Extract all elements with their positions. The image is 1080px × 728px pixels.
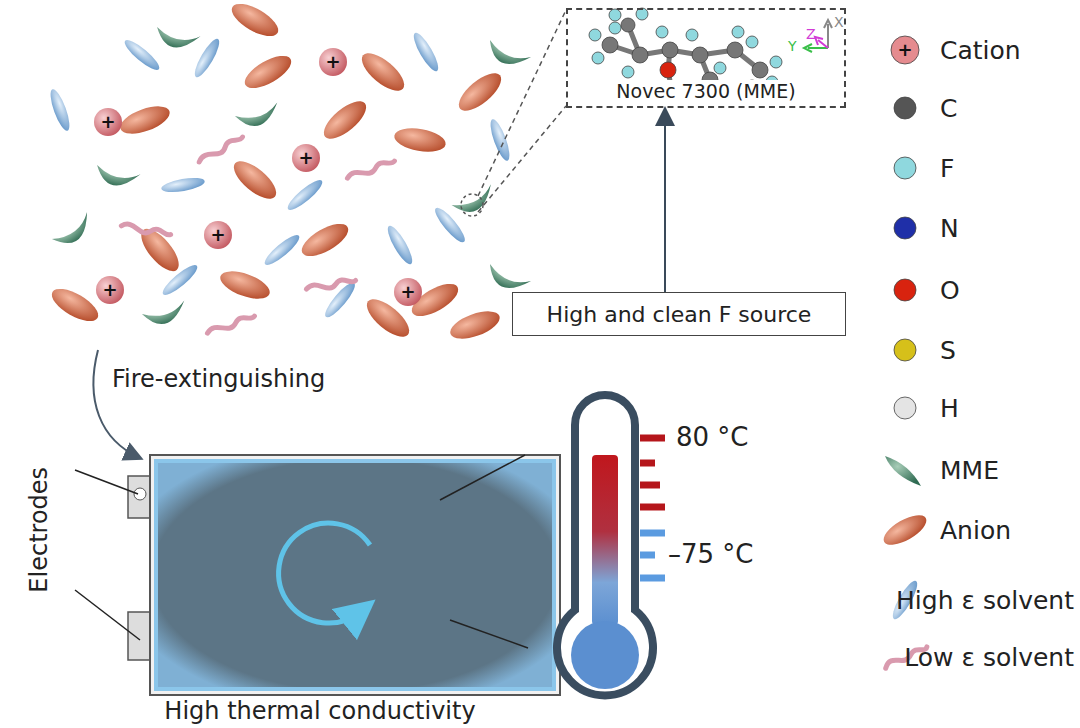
legend-swatch [894, 279, 916, 301]
molecule [191, 36, 223, 80]
molecule [356, 47, 410, 97]
legend-swatch [894, 217, 916, 239]
molecule [160, 175, 205, 194]
molecule [261, 231, 302, 268]
charge-sign: + [100, 112, 115, 133]
molecule-name: Novec 7300 (MME) [613, 80, 798, 102]
cation-sphere [394, 278, 422, 306]
legend-text: C [940, 94, 957, 123]
molecule [217, 266, 273, 304]
molecule [306, 278, 356, 292]
zoom-line [478, 10, 566, 212]
molecule [447, 306, 503, 344]
molecule [47, 282, 103, 327]
thermometer-ticks [640, 438, 665, 578]
molecule [47, 87, 73, 132]
charge-sign: + [210, 225, 225, 246]
legend-swatch [894, 157, 916, 179]
tab-hole [134, 488, 146, 500]
molecule [49, 212, 97, 251]
legend-swatch [894, 97, 916, 119]
charge-sign: + [298, 148, 313, 169]
molecule [483, 35, 531, 74]
leader-line [450, 620, 528, 648]
molecule [234, 102, 281, 129]
battery-core [156, 461, 554, 689]
text-box: High and clean F source [512, 292, 846, 336]
molecule [297, 217, 353, 262]
cation-sphere [292, 144, 320, 172]
legend-text: Cation [940, 36, 1021, 65]
temperature-label: 80 °C [676, 423, 749, 453]
legend-text: F [940, 154, 954, 183]
battery-casing [150, 455, 560, 695]
molecule [117, 101, 173, 139]
molecule [392, 125, 447, 156]
legend-swatch [891, 36, 919, 64]
molecule [240, 49, 296, 94]
part-label: Electrodes [26, 467, 54, 593]
charge-sign: + [325, 52, 340, 73]
axes [804, 20, 832, 52]
process-label: Fire-extinguishing [112, 366, 325, 394]
molecule [228, 155, 282, 205]
legend-text: Anion [940, 516, 1011, 545]
cation-sphere [204, 221, 232, 249]
molecule [284, 176, 325, 213]
axis-label: X [834, 14, 844, 30]
legend-text: O [940, 276, 960, 305]
molecule [450, 184, 498, 218]
zoom-circle [461, 194, 483, 216]
connector-arrow [664, 108, 666, 292]
molecule [121, 223, 171, 237]
molecule [198, 135, 244, 165]
caption-label: High thermal conductivity [164, 698, 475, 726]
molecule [159, 261, 200, 298]
legend-text: S [940, 336, 956, 365]
axis-label: Z [806, 26, 816, 42]
cation-sphere [319, 48, 347, 76]
inset-box: Novec 7300 (MME) [566, 8, 846, 108]
box-label: High and clean F source [547, 302, 812, 327]
legend-sample [879, 509, 931, 550]
legend-sample [885, 456, 921, 486]
legend-swatch [894, 339, 916, 361]
temperature-label: –75 °C [668, 540, 754, 570]
leader-line [440, 455, 525, 500]
molecule [384, 223, 416, 267]
legend-swatch [894, 397, 916, 419]
cation-sphere [96, 276, 124, 304]
thermometer [557, 395, 653, 695]
legend-text: Low ε solvent [904, 643, 1074, 672]
circulation-arrow [279, 523, 370, 623]
leader-line [75, 590, 140, 640]
charge-sign: + [102, 280, 117, 301]
legend-text: MME [940, 456, 999, 485]
molecule [152, 21, 200, 55]
molecule [410, 30, 442, 74]
axis-label: Y [788, 38, 797, 54]
molecule [227, 0, 283, 43]
legend-text: High ε solvent [896, 586, 1074, 615]
legend-samples [879, 36, 931, 668]
molecule [487, 117, 513, 162]
molecule [453, 67, 507, 117]
molecule [206, 313, 255, 336]
charge-sign: + [897, 40, 912, 61]
legend-text: H [940, 394, 959, 423]
charge-sign: + [400, 282, 415, 303]
legend-text: N [940, 214, 959, 243]
molecule-scatter [47, 0, 531, 344]
cation-sphere [94, 108, 122, 136]
molecule [141, 300, 188, 327]
molecule [318, 95, 372, 145]
molecule [92, 159, 140, 193]
leader-line [75, 470, 138, 494]
molecule [121, 36, 162, 73]
molecule [346, 158, 395, 181]
